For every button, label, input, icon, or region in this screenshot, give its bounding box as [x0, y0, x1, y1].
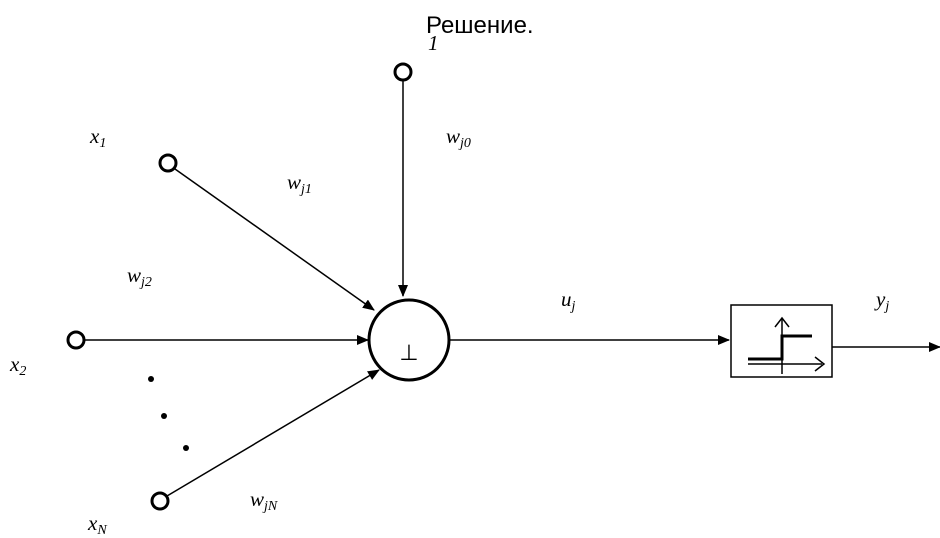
x2-label: x2	[10, 352, 27, 379]
ellipsis-dot	[161, 413, 167, 419]
bias-input-label: 1	[428, 31, 439, 55]
ellipsis-dot	[183, 445, 189, 451]
summator-symbol: ⊥	[399, 340, 418, 365]
step-function-icon	[748, 316, 826, 374]
wj2-label: wj2	[127, 263, 152, 290]
wj1-label: wj1	[287, 170, 312, 197]
wj0-label: wj0	[446, 124, 471, 151]
x1-connection-arrow	[174, 168, 375, 311]
xN-input-node	[150, 491, 170, 511]
yj-label: yj	[876, 287, 890, 314]
xN-connection-arrow	[166, 369, 380, 497]
wjN-label: wjN	[250, 487, 278, 514]
ellipsis-dot	[148, 376, 154, 382]
x1-input-node	[158, 153, 178, 173]
page-heading: Решение.	[426, 12, 534, 39]
uj-label: uj	[561, 287, 576, 314]
bias-input-node	[393, 62, 413, 82]
xN-label: xN	[88, 511, 107, 538]
x2-input-node	[66, 330, 86, 350]
x1-label: x1	[90, 124, 107, 151]
